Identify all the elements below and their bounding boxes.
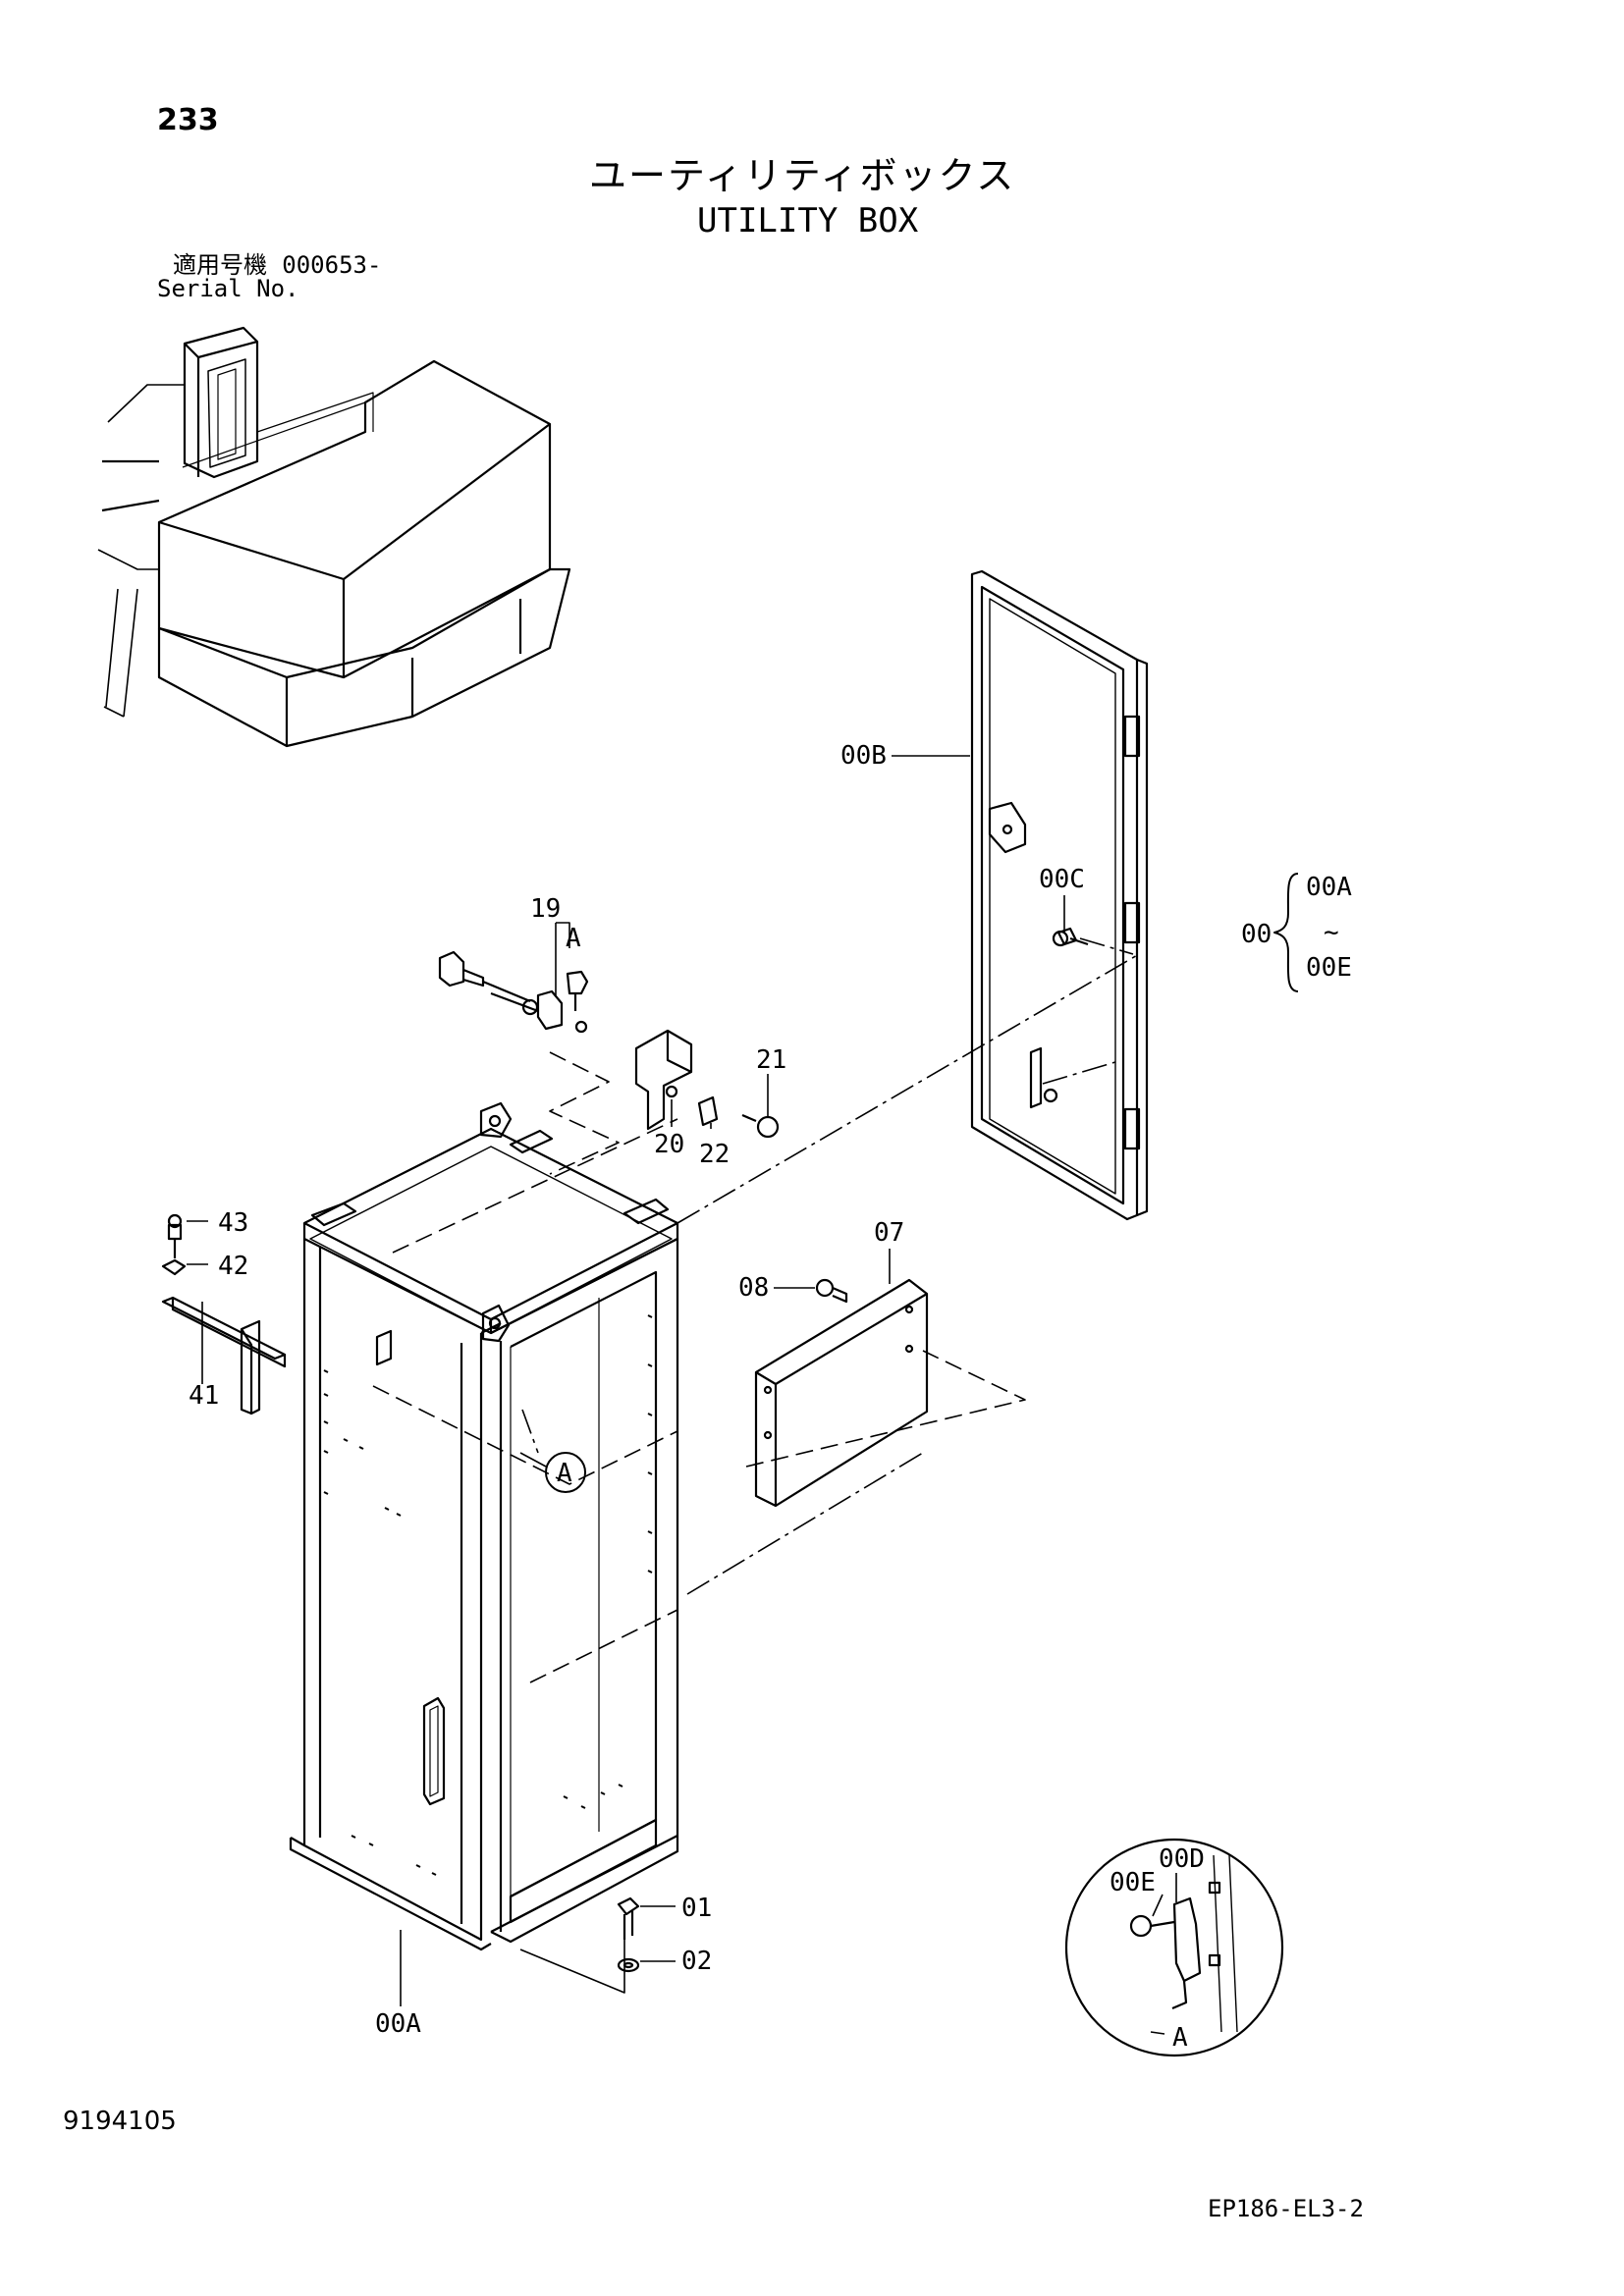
centerlines: [521, 937, 1140, 1595]
range-from: 00A: [1306, 873, 1352, 902]
callout-43: 43: [218, 1208, 248, 1238]
callout-19: 19: [530, 894, 561, 924]
callout-00b: 00B: [840, 741, 887, 771]
utility-box-00a: [289, 1101, 679, 1951]
callout-00e-detail: 00E: [1110, 1868, 1156, 1897]
detail-a-view: [1064, 1838, 1284, 2057]
serial-label-jp: 適用号機: [173, 251, 267, 279]
serial-label-en: Serial No.: [157, 275, 299, 302]
callout-07: 07: [874, 1218, 904, 1248]
callout-20: 20: [654, 1130, 684, 1159]
callout-00d: 00D: [1159, 1844, 1205, 1874]
callout-42: 42: [218, 1252, 248, 1281]
callout-00c: 00C: [1039, 865, 1085, 894]
title-english: UTILITY BOX: [697, 201, 919, 240]
callout-02: 02: [681, 1947, 712, 1976]
range-to: 00E: [1306, 953, 1352, 983]
serial-value: 000653-: [282, 251, 382, 279]
callout-a-top: A: [566, 924, 581, 953]
callout-00a: 00A: [375, 2009, 421, 2039]
range-parent: 00: [1241, 920, 1272, 949]
range-tilde: ~: [1324, 918, 1339, 947]
title-japanese: ユーティリティボックス: [589, 154, 1016, 197]
door-00b: [970, 569, 1149, 1221]
callout-a-circle: A: [557, 1459, 572, 1488]
callout-21: 21: [756, 1045, 786, 1075]
machine-location-view: [97, 326, 571, 748]
callout-01: 01: [681, 1894, 712, 1923]
latch-assembly: [438, 950, 780, 1139]
callout-22: 22: [699, 1140, 730, 1169]
figure-code: EP186-EL3-2: [1208, 2195, 1364, 2222]
assembly-lines: [372, 1051, 1026, 1683]
leader-lines: [187, 755, 1177, 2035]
callout-08: 08: [738, 1273, 769, 1303]
callout-a-detail: A: [1172, 2023, 1188, 2053]
callout-41: 41: [189, 1381, 219, 1411]
panel-holes: [323, 1314, 653, 1876]
document-code: 9194105: [63, 2107, 177, 2136]
cover-plate-07: [754, 1278, 929, 1508]
serial-row: 適用号機 000653-: [173, 253, 381, 277]
page-number: 233: [157, 103, 219, 137]
bolts-01-02: [617, 1896, 640, 1973]
bracket-41: [161, 1213, 287, 1415]
